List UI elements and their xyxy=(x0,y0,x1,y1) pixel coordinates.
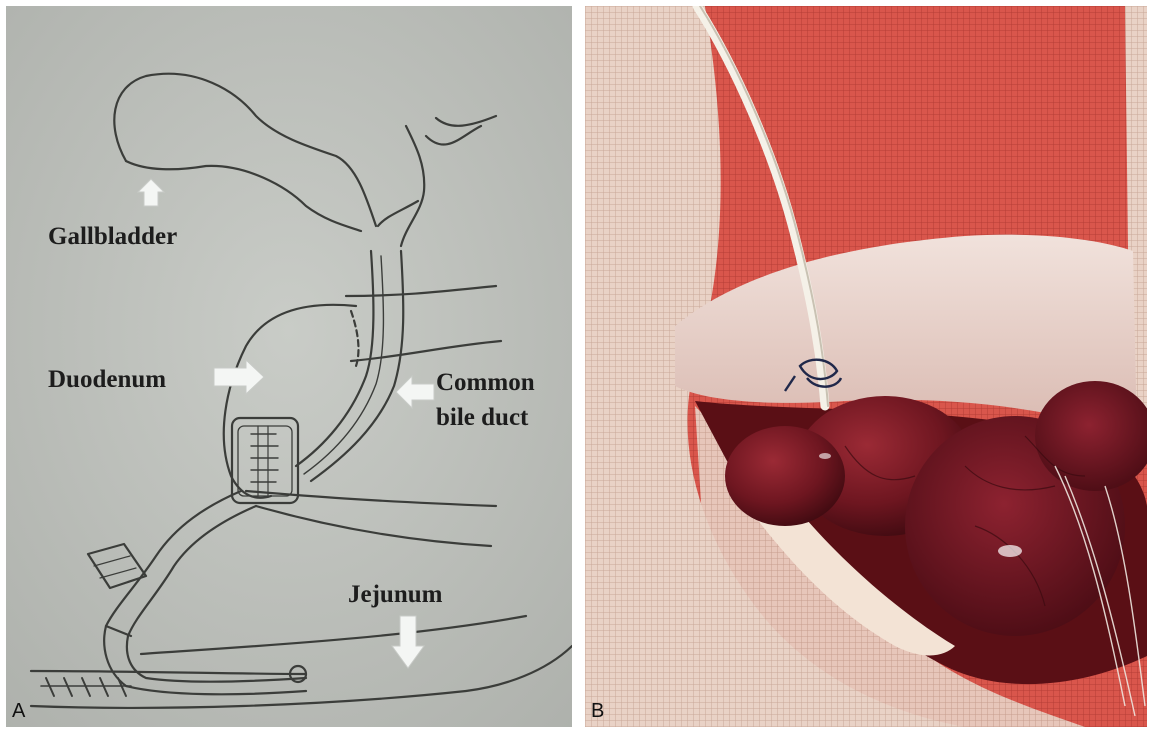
surgical-photo xyxy=(585,6,1147,727)
panel-b-letter: B xyxy=(591,700,604,723)
jejunum-label: Jejunum xyxy=(348,581,442,609)
common-bile-duct-label-line1: Common xyxy=(436,369,535,397)
panel-a-letter: A xyxy=(12,700,25,723)
panel-b-photo: B xyxy=(585,6,1147,727)
panel-a-sketch: Gallbladder Duodenum Common bile duct Je… xyxy=(6,6,572,727)
common-bile-duct-label-line2: bile duct xyxy=(436,404,528,432)
duodenum-label: Duodenum xyxy=(48,366,166,394)
gallbladder-label: Gallbladder xyxy=(48,223,177,251)
